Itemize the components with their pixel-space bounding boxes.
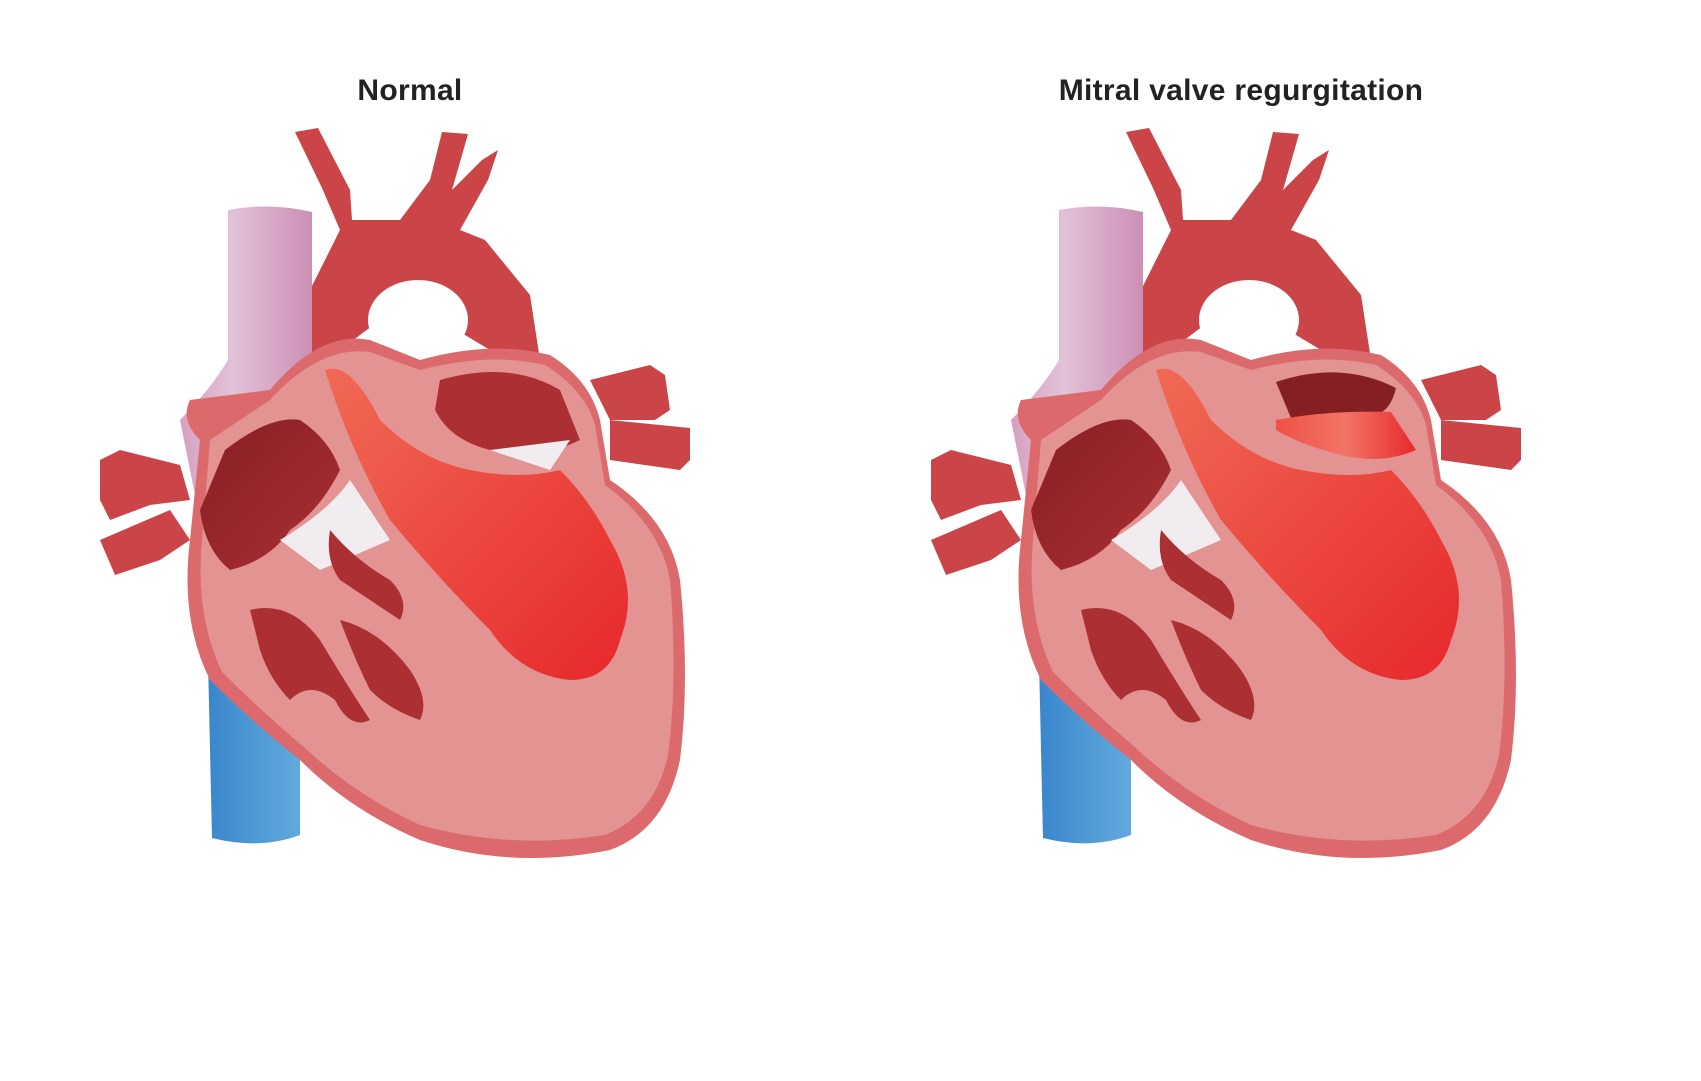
- regurgitant-jet: [1276, 411, 1416, 459]
- left-atrium: [1276, 372, 1396, 418]
- panel-title-normal: Normal: [357, 74, 463, 107]
- heart-illustration-normal: [100, 128, 690, 858]
- left-ventricle: [325, 368, 628, 680]
- panel-mitral-regurgitation: Mitral valve regurgitation: [831, 0, 1681, 1081]
- left-ventricle: [1156, 368, 1459, 680]
- right-atrium: [1031, 419, 1171, 570]
- right-atrium: [200, 419, 340, 570]
- panel-normal: Normal: [0, 0, 850, 1081]
- aorta: [100, 128, 690, 575]
- right-ventricle: [250, 530, 424, 723]
- heart-illustration-mitral-regurgitation: [931, 128, 1521, 858]
- left-atrium: [435, 372, 580, 454]
- panel-title-mitral-regurgitation: Mitral valve regurgitation: [1058, 74, 1424, 107]
- right-ventricle: [1081, 530, 1255, 723]
- aorta: [931, 128, 1521, 575]
